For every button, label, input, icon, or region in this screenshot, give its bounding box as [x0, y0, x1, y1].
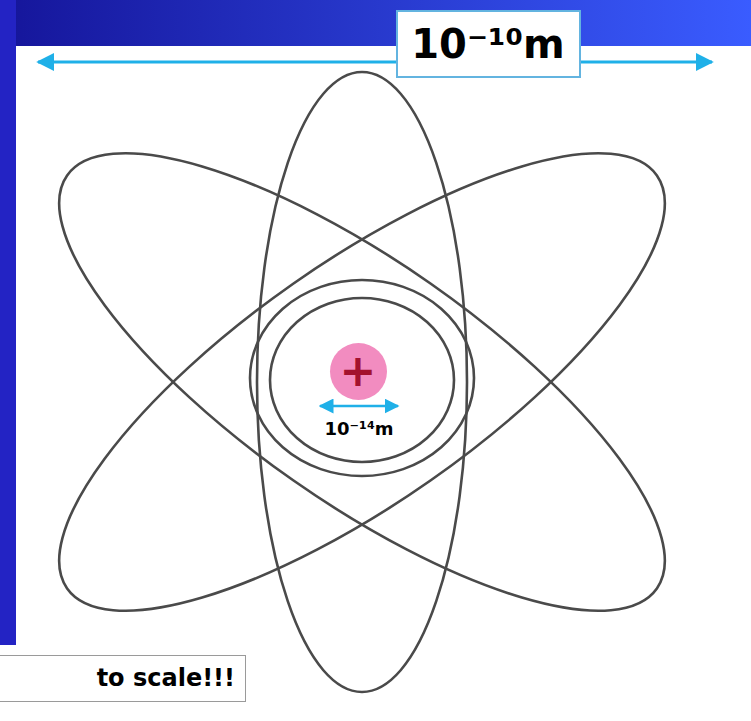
dimension-box: 10⁻¹⁰m — [396, 10, 581, 78]
orbit — [257, 72, 467, 692]
node-text: + — [340, 347, 377, 395]
electron-orbits — [0, 72, 726, 692]
orbit — [250, 280, 474, 476]
top-bar — [0, 0, 751, 46]
orbit — [0, 77, 726, 687]
side-bar — [0, 0, 16, 645]
note-box: to scale!!! — [0, 655, 246, 702]
node-text: to scale!!! — [97, 665, 235, 691]
nucleus-size-arrow — [320, 405, 398, 408]
orbit — [270, 298, 454, 462]
nucleus: + — [330, 343, 387, 400]
node-text: 10⁻¹⁰m — [411, 22, 565, 66]
size-arrow — [38, 61, 712, 64]
orbit — [0, 77, 726, 687]
dimension-label: 10⁻¹⁴m — [324, 419, 393, 439]
